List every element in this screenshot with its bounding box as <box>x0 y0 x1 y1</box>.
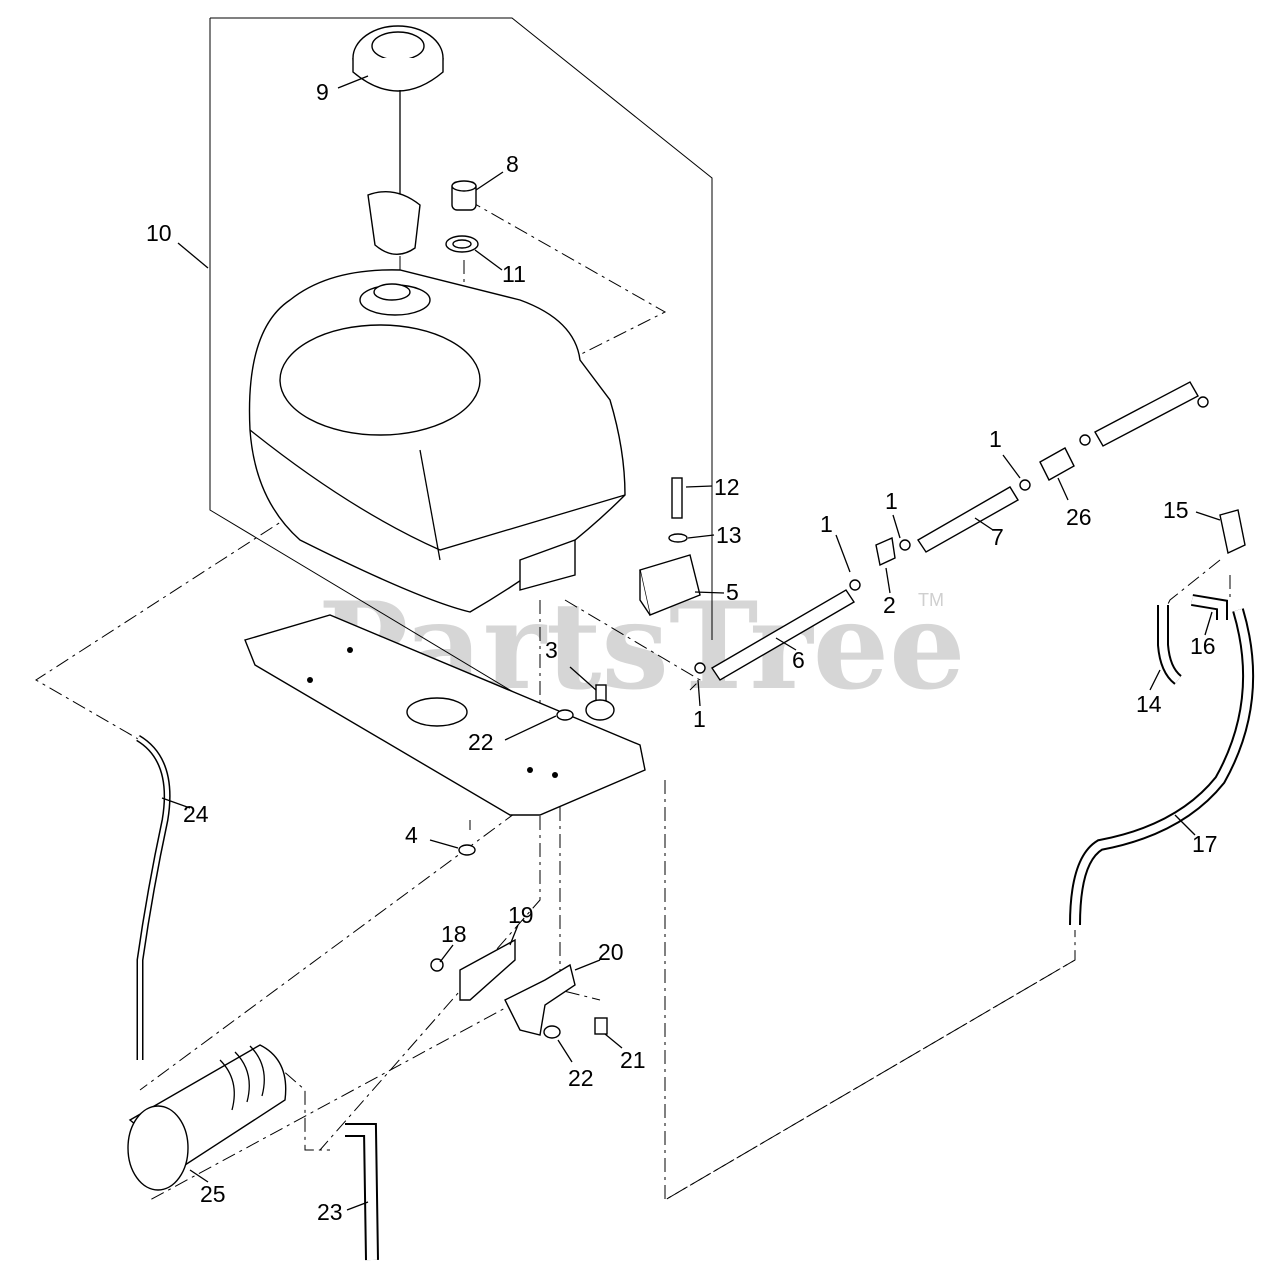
fuel-shutoff-valve[interactable] <box>585 684 615 721</box>
callout-10: 10 <box>146 220 172 246</box>
callout-11: 11 <box>502 261 526 287</box>
callout-9: 9 <box>316 79 329 105</box>
callout-14: 14 <box>1136 691 1162 717</box>
callout-1-a: 1 <box>693 706 706 732</box>
nut-22-lower[interactable] <box>543 1025 561 1039</box>
screw-21[interactable] <box>594 1017 608 1035</box>
vent-fitting[interactable] <box>451 180 477 211</box>
washer[interactable] <box>668 533 688 543</box>
tank-group-outline <box>209 17 713 709</box>
callout-5: 5 <box>726 579 739 605</box>
callout-6: 6 <box>792 647 805 673</box>
fuel-cap[interactable] <box>352 25 444 92</box>
mounting-bracket-20[interactable] <box>504 963 576 1036</box>
vent-valve-15[interactable] <box>1219 509 1246 555</box>
callout-3: 3 <box>545 637 558 663</box>
callout-22-upper: 22 <box>468 729 494 755</box>
vent-hose-24[interactable] <box>136 734 171 1060</box>
hose-17[interactable] <box>1069 608 1255 926</box>
elbow-16[interactable] <box>1191 594 1228 620</box>
callout-23: 23 <box>317 1199 343 1225</box>
callout-16: 16 <box>1190 633 1216 659</box>
callout-8: 8 <box>506 151 519 177</box>
callout-1-b: 1 <box>820 511 833 537</box>
callout-17: 17 <box>1192 831 1218 857</box>
hose-clamps[interactable] <box>694 396 1209 674</box>
callout-4: 4 <box>405 822 418 848</box>
callout-18: 18 <box>441 921 467 947</box>
callout-24: 24 <box>183 801 209 827</box>
callout-leaders <box>161 75 1221 1211</box>
bolt[interactable] <box>671 477 683 519</box>
callout-25: 25 <box>200 1181 226 1207</box>
callout-13: 13 <box>716 522 742 548</box>
callout-1-d: 1 <box>989 426 1002 452</box>
callout-7: 7 <box>991 524 1004 550</box>
vent-hose-23[interactable] <box>345 1123 379 1261</box>
grommet[interactable] <box>445 235 479 253</box>
callout-labels: 9 8 10 11 12 13 5 3 22 4 24 6 1 1 1 2 7 … <box>146 79 1218 1225</box>
callout-22-lower: 22 <box>568 1065 594 1091</box>
callout-26: 26 <box>1066 504 1092 530</box>
callout-19: 19 <box>508 902 534 928</box>
charcoal-canister[interactable] <box>127 1044 287 1191</box>
fuel-line-hose-6[interactable] <box>711 589 855 681</box>
callout-15: 15 <box>1163 497 1189 523</box>
fuel-tank[interactable] <box>248 269 626 613</box>
callout-20: 20 <box>598 939 624 965</box>
tank-mounting-plate[interactable] <box>244 614 646 816</box>
fuel-filter[interactable] <box>1039 447 1075 481</box>
cap-tether <box>367 90 421 255</box>
callout-2: 2 <box>883 592 896 618</box>
callout-21: 21 <box>620 1047 646 1073</box>
nut-upper[interactable] <box>556 709 574 721</box>
mounting-bracket-19[interactable] <box>459 938 516 1001</box>
watermark-tm: TM <box>918 590 944 610</box>
inline-shutoff[interactable] <box>875 536 896 567</box>
hose-14[interactable] <box>1157 605 1182 685</box>
callout-12: 12 <box>714 474 740 500</box>
nut-lower[interactable] <box>458 844 476 856</box>
bracket[interactable] <box>639 554 701 616</box>
fuel-line-hose-upper[interactable] <box>1094 381 1199 447</box>
fuel-line-hose-7[interactable] <box>917 486 1019 553</box>
callout-1-c: 1 <box>885 488 898 514</box>
